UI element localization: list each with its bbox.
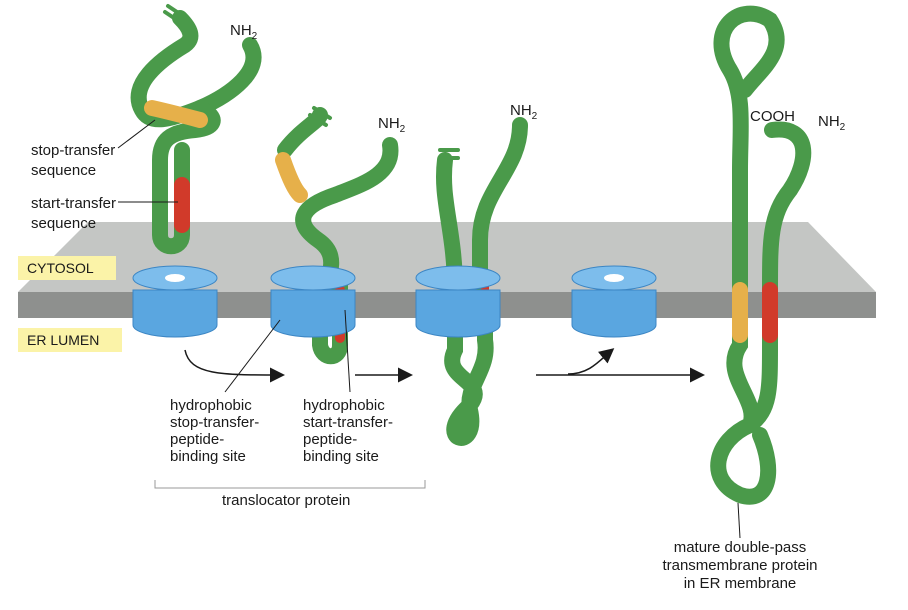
er-lumen-label: ER LUMEN [27, 332, 99, 348]
translocator-protein-label: translocator protein [222, 492, 350, 509]
arrow-release [567, 348, 615, 375]
leader-hydro-start [344, 309, 351, 393]
translocator-channel-4 [571, 265, 657, 338]
translocator-channel-1 [132, 265, 218, 338]
translocator-channel-2 [270, 265, 356, 338]
leader-stop-transfer [117, 119, 156, 149]
peptide-stage-1 [130, 4, 262, 255]
nh2-label-3: NH2 [510, 102, 538, 122]
mature-protein [710, 5, 812, 505]
er-lumen-tag-box [18, 328, 122, 352]
cytosol-label: CYTOSOL [27, 260, 94, 276]
arrow-step-1 [184, 349, 285, 383]
cytosol-tag-box [18, 256, 116, 280]
nh2-label-1: NH2 [230, 22, 258, 42]
leader-hydro-stop [224, 319, 281, 393]
cooh-label: COOH [750, 108, 795, 125]
leader-mature [737, 502, 741, 539]
nh2-label-4: NH2 [818, 113, 846, 133]
translocator-channel-3 [415, 265, 501, 338]
nh2-label-2: NH2 [378, 115, 406, 135]
translocator-bracket [154, 480, 426, 489]
